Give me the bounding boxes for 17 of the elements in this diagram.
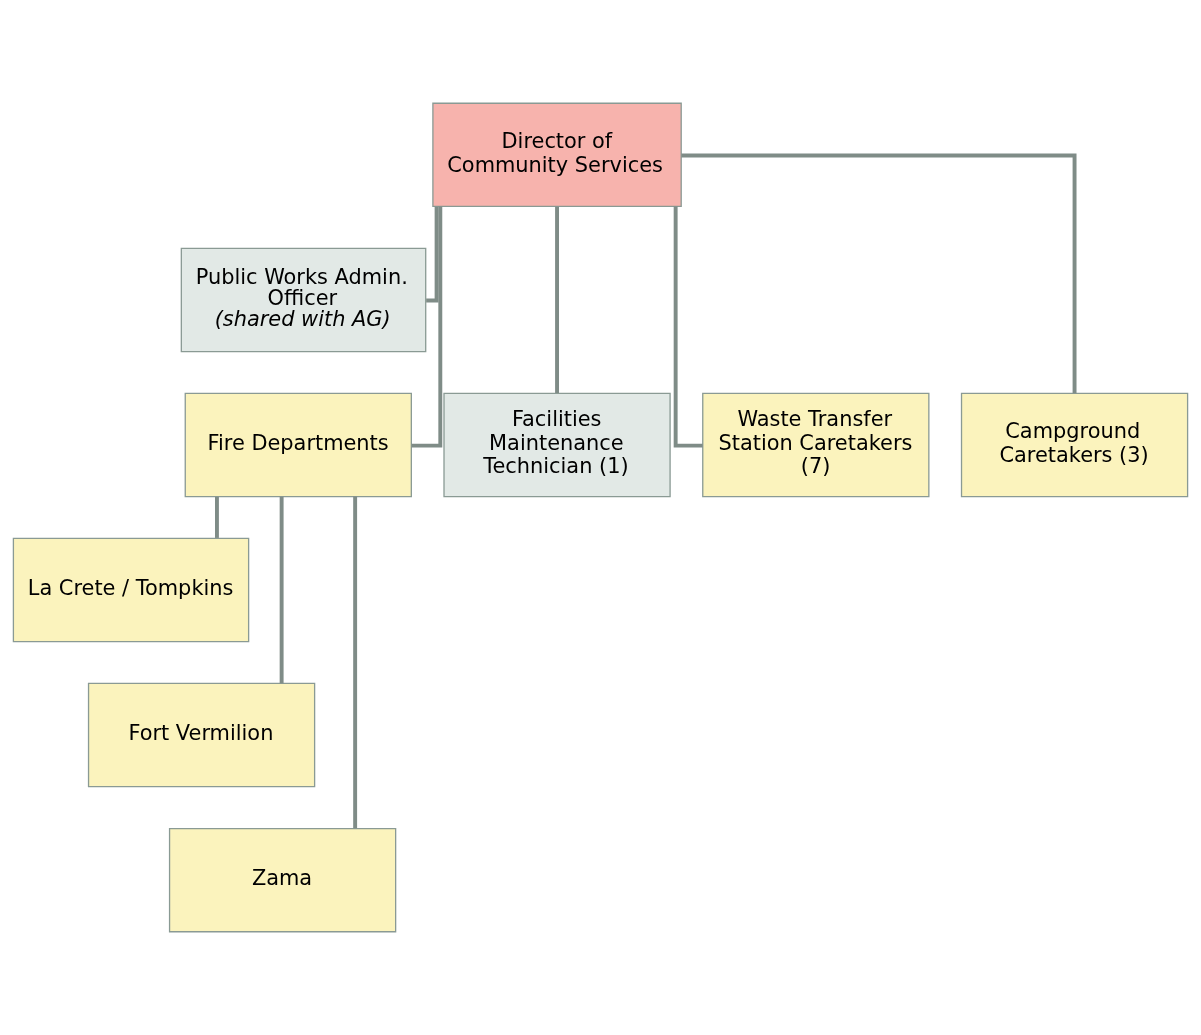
connector [426, 206, 439, 303]
node-box: Fort Vermilion [87, 682, 316, 788]
node-box: Facilities Maintenance Technician (1) [443, 392, 671, 498]
node-box: La Crete / Tompkins [12, 537, 250, 643]
connector [673, 206, 703, 448]
connector [411, 206, 443, 448]
connector [279, 496, 284, 684]
node-box: Fire Departments [184, 392, 412, 498]
connector [555, 206, 559, 394]
node-box: Zama [168, 827, 397, 933]
connector [215, 496, 219, 538]
node-box: Waste Transfer Station Caretakers (7) [702, 392, 930, 498]
node-box: Campground Caretakers (3) [960, 392, 1189, 498]
node-box: Public Works Admin. Officer (shared with AG) [180, 247, 427, 353]
connector [353, 496, 358, 829]
connector [681, 153, 1077, 394]
node-box: Director of Community Services [432, 102, 682, 208]
